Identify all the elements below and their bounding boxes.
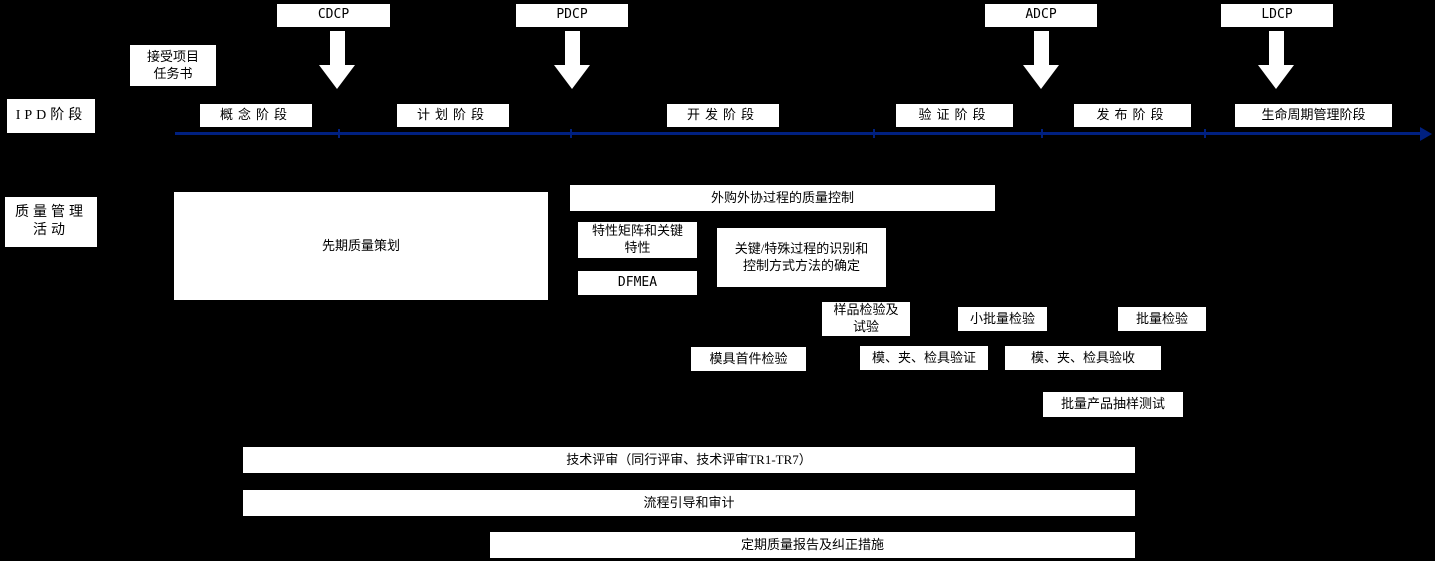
activity-mold-fixture-gauge-acceptance: 模、夹、检具验收 xyxy=(1005,346,1161,370)
activity-process-guidance-audit: 流程引导和审计 xyxy=(243,490,1135,516)
timeline-tick xyxy=(1041,129,1043,138)
ipd-stage-row-label: IPD阶段 xyxy=(7,99,95,133)
activity-batch-inspection: 批量检验 xyxy=(1118,307,1206,331)
quality-management-row-label: 质量管理 活动 xyxy=(5,197,97,247)
activity-dfmea: DFMEA xyxy=(578,271,697,295)
decision-point-adcp: ADCP xyxy=(985,4,1097,27)
arrow-shaft xyxy=(1268,31,1284,65)
down-arrow-cdcp-icon xyxy=(319,31,355,89)
activity-small-batch-inspection: 小批量检验 xyxy=(958,307,1047,331)
arrow-head xyxy=(319,65,355,89)
timeline-arrowhead-icon xyxy=(1420,127,1432,141)
timeline-tick xyxy=(873,129,875,138)
activity-outsourcing-quality-control: 外购外协过程的质量控制 xyxy=(570,185,995,211)
arrow-shaft xyxy=(329,31,345,65)
ipd-timeline xyxy=(175,127,1432,141)
decision-point-ldcp: LDCP xyxy=(1221,4,1333,27)
timeline-line xyxy=(175,132,1420,135)
down-arrow-ldcp-icon xyxy=(1258,31,1294,89)
stage-plan: 计划阶段 xyxy=(397,104,509,127)
stage-development: 开发阶段 xyxy=(667,104,779,127)
stage-concept: 概念阶段 xyxy=(200,104,312,127)
task-assignment-label: 接受项目 任务书 xyxy=(130,45,216,86)
activity-characteristic-matrix: 特性矩阵和关键 特性 xyxy=(578,222,697,258)
timeline-tick xyxy=(570,129,572,138)
arrow-shaft xyxy=(1033,31,1049,65)
activity-sample-inspection: 样品检验及 试验 xyxy=(822,302,910,336)
activity-key-special-process: 关键/特殊过程的识别和 控制方式方法的确定 xyxy=(717,228,886,287)
timeline-tick xyxy=(338,129,340,138)
stage-lifecycle-management: 生命周期管理阶段 xyxy=(1235,104,1392,127)
arrow-head xyxy=(1023,65,1059,89)
down-arrow-adcp-icon xyxy=(1023,31,1059,89)
activity-mold-first-article-inspection: 模具首件检验 xyxy=(691,347,806,371)
activity-periodic-quality-report: 定期质量报告及纠正措施 xyxy=(490,532,1135,558)
arrow-shaft xyxy=(564,31,580,65)
activity-advance-quality-planning: 先期质量策划 xyxy=(174,192,548,300)
activity-batch-product-sampling-test: 批量产品抽样测试 xyxy=(1043,392,1183,417)
activity-technical-review: 技术评审（同行评审、技术评审TR1-TR7） xyxy=(243,447,1135,473)
decision-point-pdcp: PDCP xyxy=(516,4,628,27)
activity-mold-fixture-gauge-verification: 模、夹、检具验证 xyxy=(860,346,988,370)
arrow-head xyxy=(1258,65,1294,89)
stage-release: 发布阶段 xyxy=(1074,104,1191,127)
stage-verification: 验证阶段 xyxy=(896,104,1013,127)
arrow-head xyxy=(554,65,590,89)
timeline-tick xyxy=(1204,129,1206,138)
decision-point-cdcp: CDCP xyxy=(277,4,390,27)
down-arrow-pdcp-icon xyxy=(554,31,590,89)
